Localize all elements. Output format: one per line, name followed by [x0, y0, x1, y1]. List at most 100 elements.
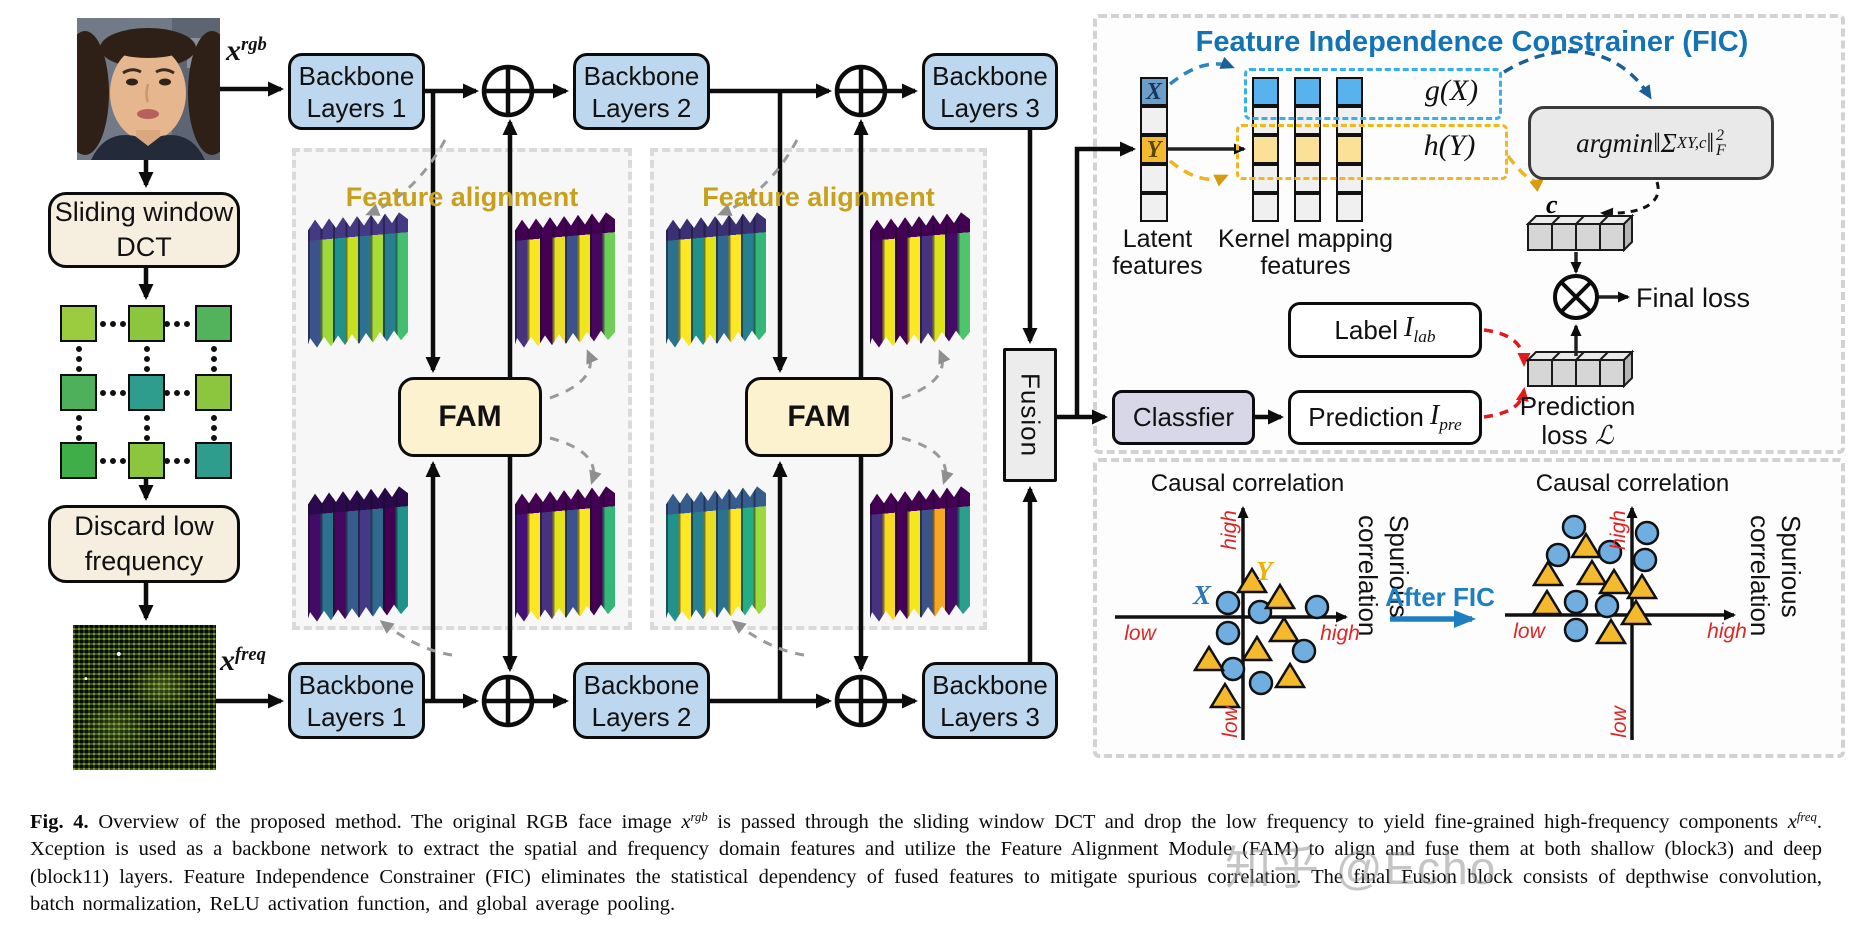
y-feature-point	[1594, 617, 1628, 645]
dct-patch	[195, 442, 232, 479]
feature-alignment-title-2: Feature alignment	[702, 182, 935, 212]
fusion-box: Fusion	[1003, 348, 1057, 482]
sliding-window-line2: DCT	[116, 232, 172, 262]
feature-cell	[1140, 193, 1168, 222]
discard-line1: Discard low	[74, 511, 214, 541]
feature-cell	[1294, 135, 1321, 164]
fam-box-2: FAM	[745, 377, 893, 457]
x-feature-point	[1545, 542, 1571, 568]
y-feature-point	[1530, 588, 1564, 616]
feature-cell	[1252, 106, 1279, 135]
dct-dotted-connector	[76, 415, 82, 441]
dct-patch	[60, 442, 97, 479]
x-feature-point	[1597, 539, 1623, 565]
feature-cell	[1294, 77, 1321, 106]
classfier-box: Classfier	[1112, 390, 1255, 445]
y-feature-point	[1240, 634, 1274, 662]
causal-correlation-title-before: Causal correlation	[1150, 470, 1345, 497]
axis-low-h-after: low	[1513, 620, 1545, 643]
x-feature-point	[1215, 590, 1241, 616]
axis-high-h-before: high	[1320, 622, 1360, 645]
latent-x-cell-label: X	[1145, 79, 1162, 105]
frequency-image	[73, 625, 216, 770]
c-vector-label: c	[1546, 190, 1558, 219]
dct-dotted-connector	[100, 390, 126, 396]
label-box: Label Ilab	[1288, 302, 1482, 358]
axis-high-h-after: high	[1707, 620, 1747, 643]
h-y-label: h(Y)	[1423, 129, 1476, 162]
y-feature-point	[1575, 558, 1609, 586]
y-feature-point	[1273, 661, 1307, 689]
fic-title: Feature Independence Constrainer (FIC)	[1195, 26, 1749, 58]
feature-cell	[1252, 77, 1279, 106]
dct-patch	[60, 305, 97, 342]
sliding-window-dct-box: Sliding window DCT	[48, 192, 240, 268]
feature-cell	[1140, 106, 1168, 135]
y-marker-label: Y	[1256, 556, 1273, 586]
feature-cell	[1336, 77, 1363, 106]
feature-cell	[1140, 164, 1168, 193]
feature-cell	[1336, 106, 1363, 135]
sliding-window-line1: Sliding window	[54, 197, 234, 227]
feature-cell	[1294, 193, 1321, 222]
feature-cell	[1140, 77, 1168, 106]
x-feature-point	[1248, 670, 1274, 696]
spurious-correlation-label-before: Spurious correlation	[1353, 515, 1414, 637]
x-rgb-label: xrgb	[226, 34, 267, 68]
g-x-dashed-box	[1244, 68, 1502, 120]
x-feature-point	[1563, 589, 1589, 615]
y-feature-point	[1569, 531, 1603, 559]
y-feature-point	[1597, 567, 1631, 595]
feature-cell	[1294, 106, 1321, 135]
dct-dotted-connector	[144, 415, 150, 441]
feature-cell	[1140, 135, 1168, 164]
dct-grid	[60, 305, 232, 479]
x-feature-point	[1594, 593, 1620, 619]
fic-panel	[1093, 14, 1845, 454]
y-feature-point	[1192, 644, 1226, 672]
feature-cell	[1252, 135, 1279, 164]
y-feature-point	[1267, 615, 1301, 643]
feature-cell	[1252, 193, 1279, 222]
dct-dotted-connector	[76, 346, 82, 372]
dct-patch	[195, 374, 232, 411]
dct-patch	[60, 374, 97, 411]
discard-low-frequency-box: Discard low frequency	[48, 505, 240, 583]
dct-dotted-connector	[100, 321, 126, 327]
axis-low-v-after: low	[1608, 706, 1631, 738]
prediction-box: Prediction Ipre	[1288, 390, 1482, 445]
y-feature-point	[1625, 572, 1659, 600]
dct-dotted-connector	[211, 415, 217, 441]
feature-alignment-title-1: Feature alignment	[345, 182, 579, 212]
connector-layer	[138, 49, 1736, 740]
dct-dotted-connector	[164, 390, 190, 396]
x-feature-point	[1561, 514, 1587, 540]
y-feature-point	[1235, 566, 1269, 594]
causal-correlation-title-after: Causal correlation	[1535, 470, 1730, 497]
spurious-correlation-label-after: Spurious correlation	[1745, 515, 1806, 637]
dct-dotted-connector	[164, 321, 190, 327]
x-feature-point	[1634, 520, 1660, 546]
discard-line2: frequency	[84, 546, 204, 576]
x-freq-label: xfreq	[220, 644, 266, 678]
axis-low-v-before: low	[1219, 706, 1242, 738]
feature-cell	[1336, 193, 1363, 222]
latent-y-cell-label: Y	[1146, 137, 1162, 163]
y-feature-point	[1531, 559, 1565, 587]
x-marker-label: X	[1193, 580, 1212, 610]
y-feature-point	[1208, 681, 1242, 709]
y-feature-point	[1619, 598, 1653, 626]
axis-high-v-after: high	[1607, 510, 1630, 550]
dct-dotted-connector	[211, 346, 217, 372]
dct-dotted-connector	[144, 346, 150, 372]
x-feature-point	[1220, 656, 1246, 682]
dct-dotted-connector	[164, 458, 190, 464]
